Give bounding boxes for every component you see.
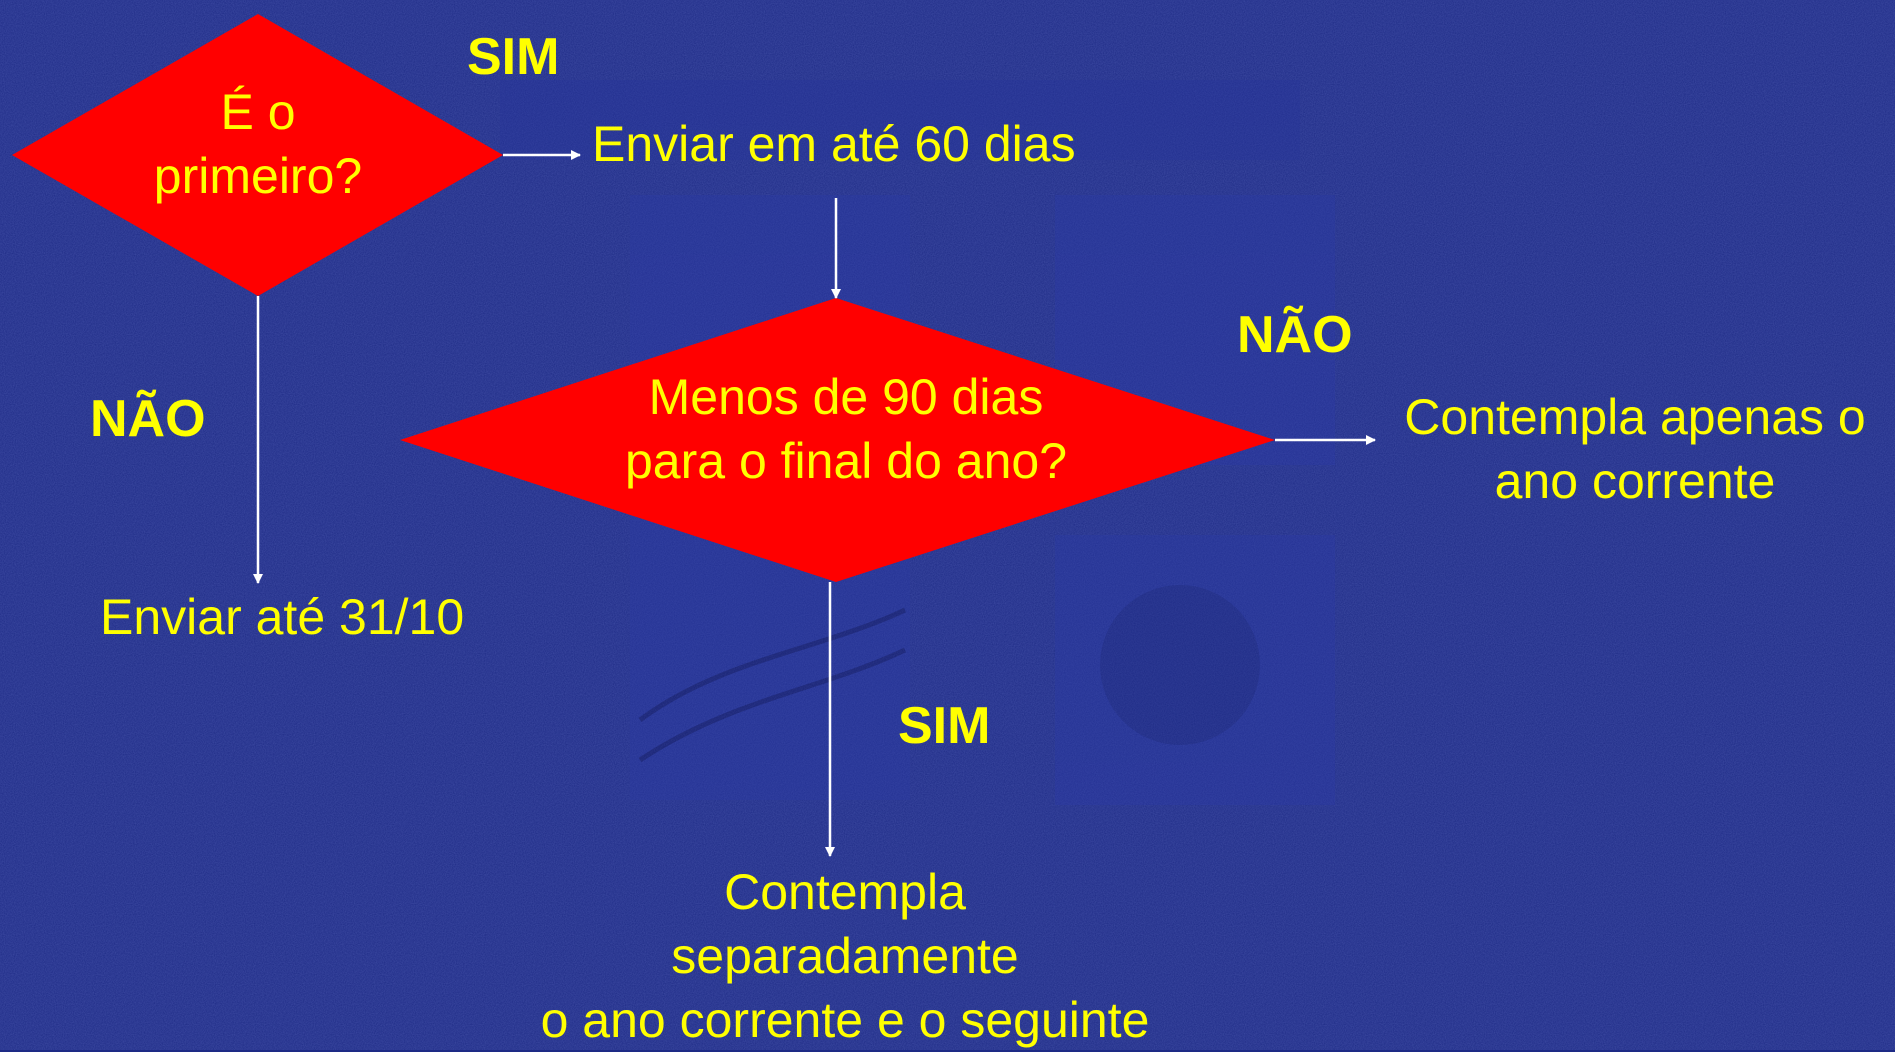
both-years-line-3: o ano corrente e o seguinte [540,992,1150,1048]
decision-first-line-2: primeiro? [153,148,363,204]
decision-diamond-90-days [400,298,1275,582]
both-years-line-1: Contempla [724,864,966,920]
send-by-3110-text: Enviar até 31/10 [100,589,465,645]
yes-label-90-days: SIM [898,697,991,755]
current-year-only-line-2: ano corrente [1494,453,1776,509]
send-60-days-text: Enviar em até 60 dias [592,116,1076,172]
decision-first-text: É o primeiro? [108,80,408,208]
yes-label-first: SIM [467,28,560,86]
current-year-only-line-1: Contempla apenas o [1404,389,1866,445]
current-year-only-text: Contempla apenas o ano corrente [1385,385,1885,513]
both-years-line-2: separadamente [671,928,1019,984]
decision-90-days-line-1: Menos de 90 dias [648,369,1044,425]
decision-diamond-first [12,14,503,296]
no-label-first: NÃO [90,390,206,448]
both-years-text: Contempla separadamente o ano corrente e… [495,860,1195,1052]
no-label-90-days: NÃO [1237,306,1353,364]
decision-first-line-1: É o [220,84,296,140]
decision-90-days-text: Menos de 90 dias para o final do ano? [576,365,1116,493]
decision-90-days-line-2: para o final do ano? [624,433,1068,489]
